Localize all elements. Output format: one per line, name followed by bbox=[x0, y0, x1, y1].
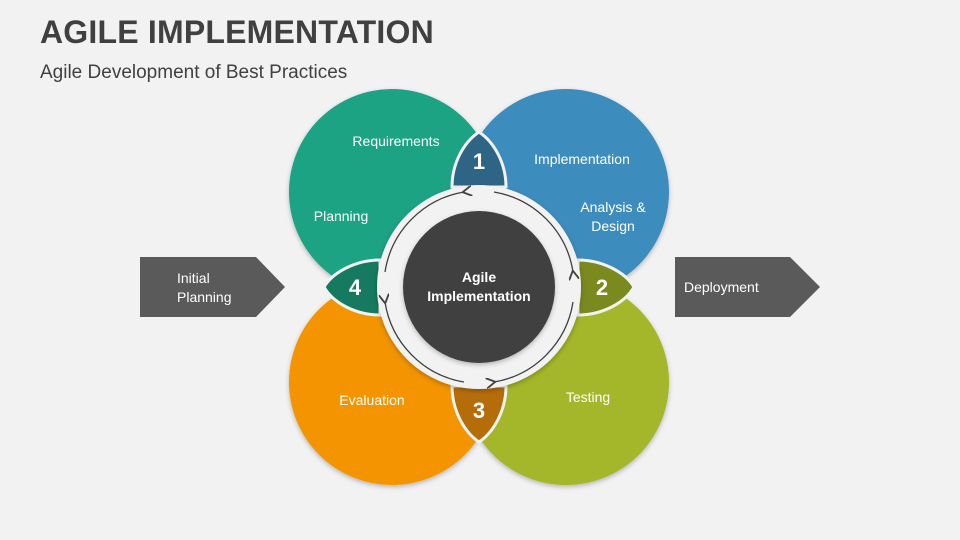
cycle-arrow-top-left bbox=[384, 192, 464, 273]
badge-2-shape bbox=[576, 258, 636, 317]
label-implementation: Implementation bbox=[534, 151, 630, 167]
output-arrow bbox=[675, 257, 820, 317]
badge-2-number: 2 bbox=[596, 275, 608, 300]
page-title: AGILE IMPLEMENTATION bbox=[40, 14, 434, 50]
center-circle bbox=[403, 211, 555, 363]
page-subtitle: Agile Development of Best Practices bbox=[40, 62, 348, 83]
label-testing: Testing bbox=[566, 389, 610, 405]
center-label-line2: Implementation bbox=[427, 288, 530, 304]
input-label-line1: Initial bbox=[177, 270, 210, 286]
center-label-line1: Agile bbox=[462, 269, 496, 285]
badge-1-number: 1 bbox=[473, 149, 485, 174]
label-planning: Planning bbox=[314, 208, 369, 224]
input-arrow bbox=[140, 257, 285, 317]
cycle-arrow-bottom-left bbox=[385, 302, 465, 383]
badge-3-shape bbox=[450, 384, 508, 444]
input-label-line2: Planning bbox=[177, 289, 232, 305]
label-requirements: Requirements bbox=[352, 133, 439, 149]
label-evaluation: Evaluation bbox=[339, 392, 404, 408]
label-design: Design bbox=[591, 218, 635, 234]
badge-4-number: 4 bbox=[349, 275, 362, 300]
badge-4-shape bbox=[322, 258, 382, 317]
cycle-arrow-bottom-right bbox=[494, 301, 574, 382]
cycle-arrow-top-right bbox=[493, 191, 573, 272]
badge-3-number: 3 bbox=[473, 398, 485, 423]
label-analysis: Analysis & bbox=[580, 199, 646, 215]
output-label: Deployment bbox=[684, 279, 759, 295]
